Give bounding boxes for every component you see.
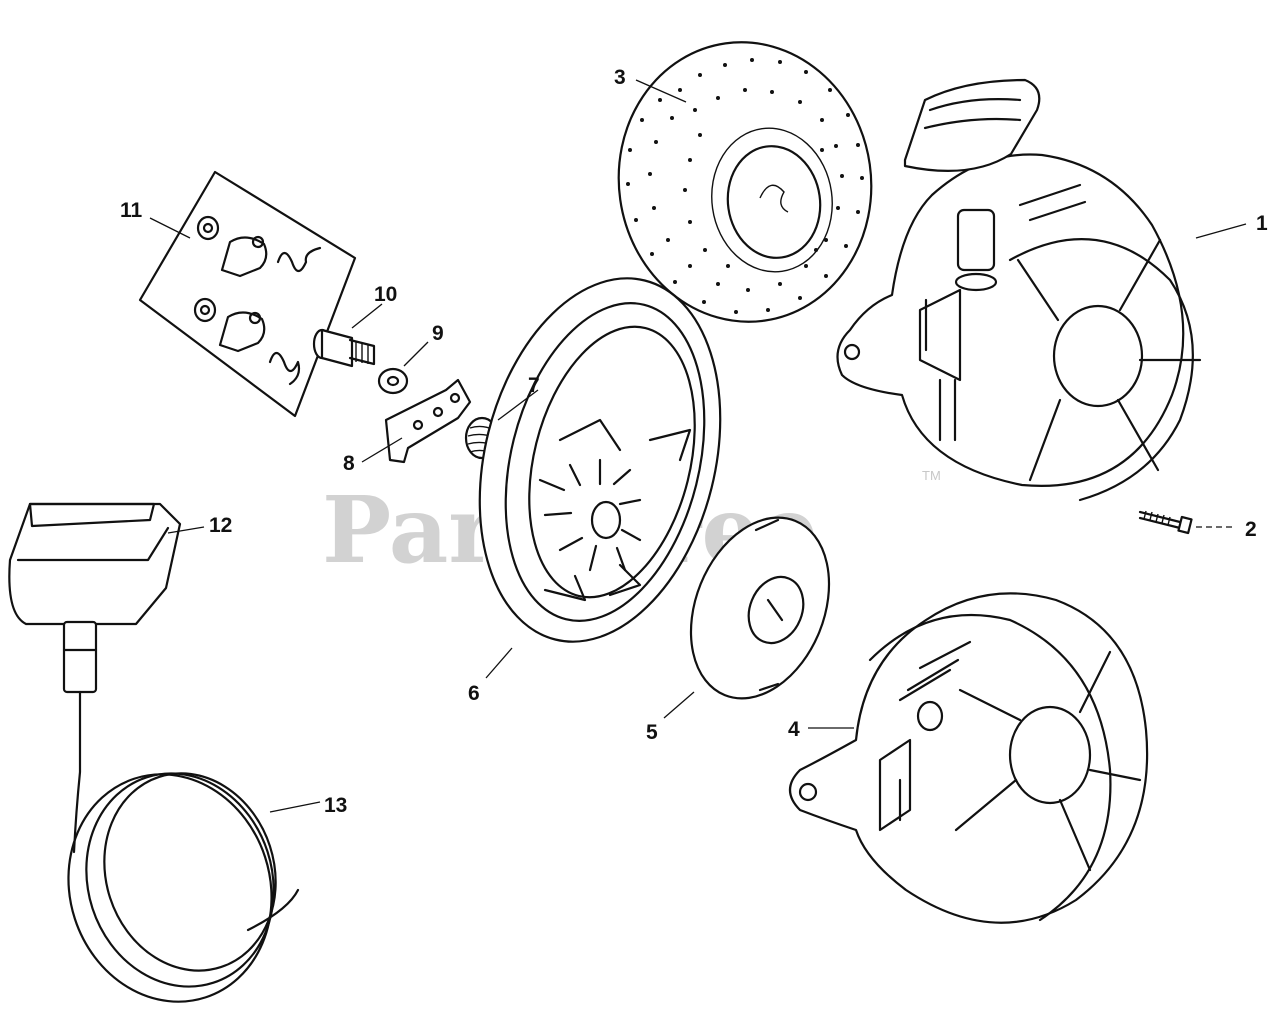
- callout-10: 10: [374, 283, 397, 306]
- callout-7: 7: [528, 374, 540, 397]
- part-5-spring-housing: [689, 516, 831, 700]
- callout-5: 5: [646, 721, 658, 744]
- part-11-pawl-kit: [138, 170, 357, 418]
- part-10-pin: [312, 328, 376, 368]
- callout-11: 11: [120, 199, 143, 222]
- callout-4: 4: [788, 718, 800, 741]
- callout-3: 3: [614, 66, 626, 89]
- part-13-rope: [67, 690, 300, 1003]
- callout-1: 1: [1256, 212, 1268, 235]
- part-2-screw: [1138, 510, 1193, 535]
- callout-6: 6: [468, 682, 480, 705]
- callout-13: 13: [324, 794, 347, 817]
- part-3-screen: [617, 41, 873, 323]
- part-6-pulley: [478, 277, 722, 643]
- part-9-washer: [377, 367, 409, 395]
- callout-8: 8: [343, 452, 355, 475]
- callout-labels: 1 2 3 4 5 6 7 8 9 10 11 12 13: [120, 66, 1268, 817]
- callout-2: 2: [1245, 518, 1257, 541]
- part-4-starter-housing: [788, 592, 1149, 924]
- callout-9: 9: [432, 322, 444, 345]
- part-8-retainer: [384, 378, 472, 464]
- leader-lines: [149, 79, 1247, 813]
- part-1-starter-housing: [836, 78, 1202, 502]
- part-12-handle: [8, 502, 182, 694]
- watermark-trademark: TM: [922, 468, 941, 483]
- callout-12: 12: [209, 514, 232, 537]
